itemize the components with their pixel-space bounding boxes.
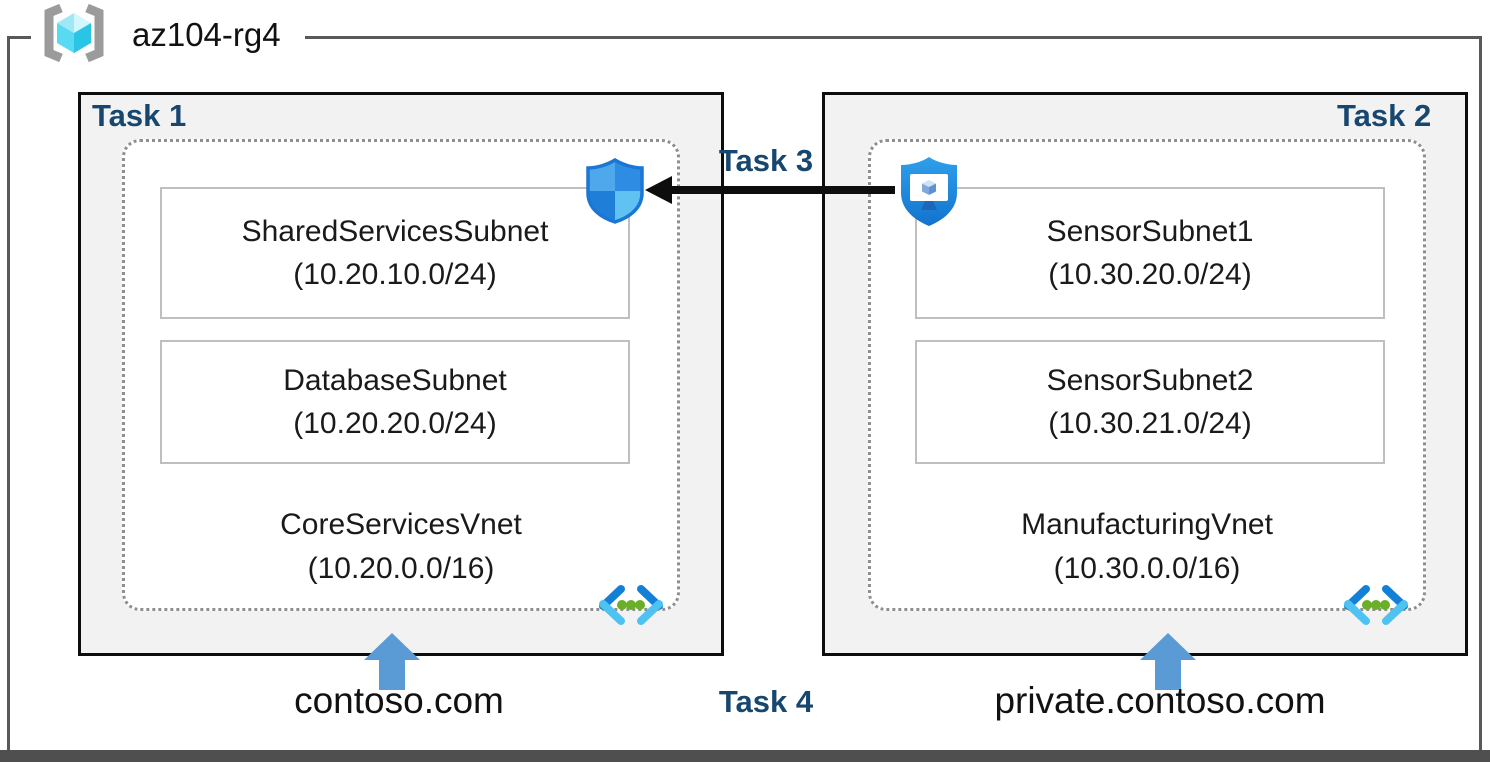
virtual-network-icon [1341, 583, 1411, 627]
subnet-name: DatabaseSubnet [283, 364, 507, 397]
bastion-shield-monitor-icon [897, 155, 961, 227]
task3-label: Task 3 [718, 143, 814, 178]
subnet-name: SensorSubnet1 [1046, 215, 1254, 248]
database-subnet: DatabaseSubnet (10.20.20.0/24) [160, 340, 630, 464]
nsg-shield-icon [583, 157, 647, 225]
task1-label: Task 1 [92, 98, 187, 133]
resource-group-border-left [7, 36, 10, 752]
subnet-cidr: (10.20.10.0/24) [293, 258, 497, 291]
vnet-cidr: (10.30.0.0/16) [1053, 552, 1241, 585]
virtual-network-icon [596, 583, 666, 627]
manufacturing-vnet-label: ManufacturingVnet (10.30.0.0/16) [868, 503, 1426, 591]
resource-group-name: az104-rg4 [132, 16, 281, 53]
private-contoso-dns-label: private.contoso.com [994, 680, 1326, 721]
core-services-vnet-label: CoreServicesVnet (10.20.0.0/16) [122, 503, 680, 591]
sensor-subnet-2: SensorSubnet2 (10.30.21.0/24) [915, 340, 1385, 464]
resource-group-icon [34, 1, 114, 65]
vnet-name: CoreServicesVnet [280, 508, 522, 541]
subnet-cidr: (10.30.20.0/24) [1048, 258, 1252, 291]
subnet-cidr: (10.20.20.0/24) [293, 407, 497, 440]
resource-group-border-top-left [7, 36, 31, 39]
subnet-cidr: (10.30.21.0/24) [1048, 407, 1252, 440]
subnet-name: SharedServicesSubnet [241, 215, 549, 248]
resource-group-border-top [305, 36, 1482, 39]
shared-services-subnet: SharedServicesSubnet (10.20.10.0/24) [160, 187, 630, 319]
task4-label: Task 4 [718, 684, 814, 719]
subnet-name: SensorSubnet2 [1046, 364, 1254, 397]
contoso-dns-label: contoso.com [294, 680, 504, 721]
up-arrow-icon [363, 633, 421, 691]
peering-arrow-head [645, 176, 672, 204]
vnet-name: ManufacturingVnet [1021, 508, 1273, 541]
peering-arrow [668, 186, 895, 194]
resource-group-border-bottom [0, 750, 1490, 762]
up-arrow-icon [1139, 633, 1197, 691]
task2-label: Task 2 [1337, 98, 1432, 133]
resource-group-border-right [1479, 36, 1482, 752]
vnet-cidr: (10.20.0.0/16) [307, 552, 495, 585]
sensor-subnet-1: SensorSubnet1 (10.30.20.0/24) [915, 187, 1385, 319]
